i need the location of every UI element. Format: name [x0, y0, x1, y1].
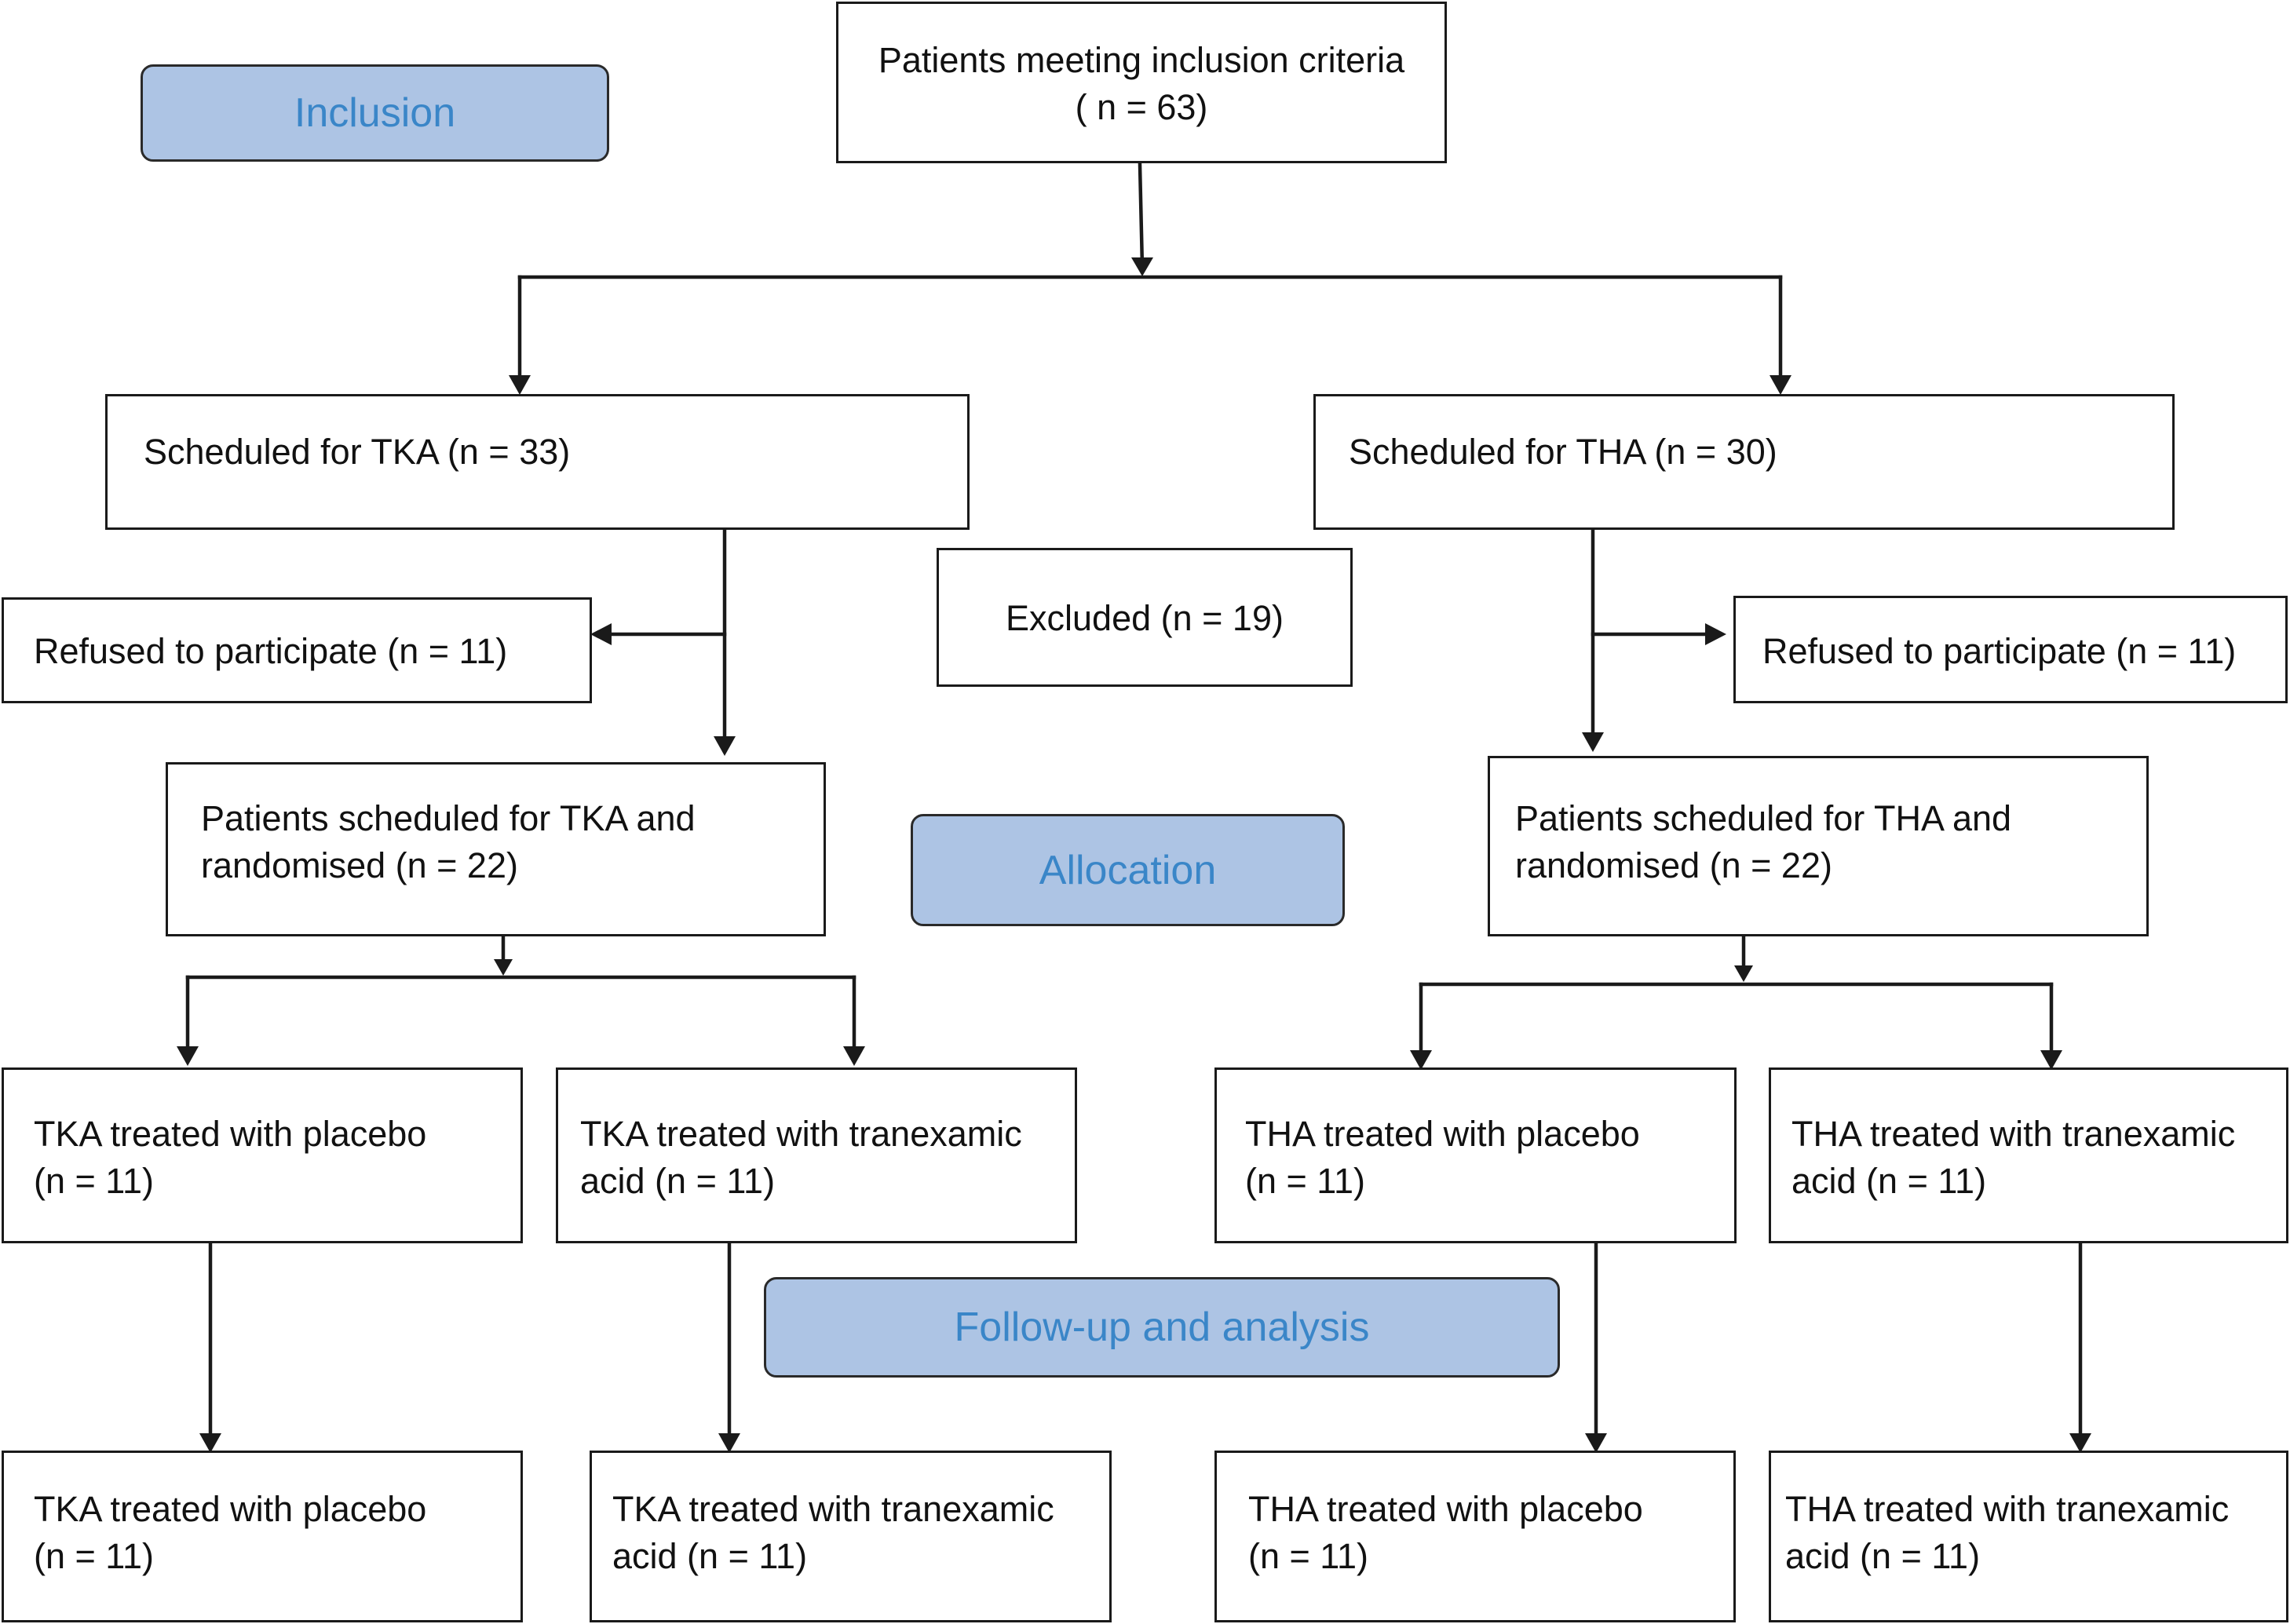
- box-alloc-tka-txa: TKA treated with tranexamic acid (n = 11…: [556, 1067, 1077, 1243]
- box-alloc-tha-txa: THA treated with tranexamic acid (n = 11…: [1769, 1067, 2288, 1243]
- box-alloc-tka-placebo: TKA treated with placebo (n = 11): [2, 1067, 523, 1243]
- box-text: THA treated with tranexamic: [1785, 1489, 2230, 1529]
- box-text: randomised (n = 22): [1515, 845, 1832, 885]
- box-final-tha-txa: THA treated with tranexamic acid (n = 11…: [1769, 1451, 2288, 1622]
- box-text: Scheduled for THA (n = 30): [1349, 432, 1777, 472]
- box-text: acid (n = 11): [1785, 1536, 1981, 1576]
- box-text: THA treated with placebo: [1245, 1114, 1640, 1154]
- box-text: TKA treated with placebo: [34, 1489, 427, 1529]
- stage-label-allocation: Allocation: [911, 814, 1345, 926]
- box-text: Patients scheduled for THA and: [1515, 798, 2012, 838]
- arrowhead-final-tka-placebo: [199, 1433, 221, 1453]
- box-scheduled-tha: Scheduled for THA (n = 30): [1313, 394, 2175, 530]
- box-text: TKA treated with tranexamic: [580, 1114, 1022, 1154]
- box-text: Scheduled for TKA (n = 33): [144, 432, 571, 472]
- box-text: THA treated with placebo: [1248, 1489, 1643, 1529]
- box-refused-tka: Refused to participate (n = 11): [2, 597, 592, 703]
- box-scheduled-tka: Scheduled for TKA (n = 33): [105, 394, 970, 530]
- box-text: acid (n = 11): [612, 1536, 808, 1576]
- arrowhead-scheduled-tka: [509, 375, 531, 395]
- box-text: Excluded (n = 19): [1006, 598, 1284, 638]
- box-text: THA treated with tranexamic: [1791, 1114, 2236, 1154]
- box-text: acid (n = 11): [580, 1161, 776, 1201]
- stage-label-followup: Follow-up and analysis: [764, 1277, 1560, 1378]
- box-text: Patients meeting inclusion criteria: [878, 40, 1405, 80]
- arrowhead-alloc-tka-txa: [843, 1046, 865, 1066]
- box-randomised-tha: Patients scheduled for THA and randomise…: [1488, 756, 2149, 936]
- arrowhead-randomised-tha: [1582, 732, 1604, 752]
- box-text: TKA treated with placebo: [34, 1114, 427, 1154]
- arrowhead-tha-rand-stem: [1734, 965, 1753, 982]
- arrowhead-top-split: [1131, 257, 1153, 276]
- arrowhead-alloc-tha-txa: [2040, 1050, 2062, 1070]
- box-text: (n = 11): [34, 1161, 154, 1201]
- box-text: (n = 11): [1245, 1161, 1365, 1201]
- stage-label-inclusion: Inclusion: [141, 64, 609, 162]
- box-refused-tha: Refused to participate (n = 11): [1733, 596, 2288, 703]
- box-text: Refused to participate (n = 11): [1762, 631, 2237, 671]
- box-text: (n = 11): [1248, 1536, 1368, 1576]
- arrowhead-randomised-tka: [714, 736, 736, 756]
- box-final-tka-placebo: TKA treated with placebo (n = 11): [2, 1451, 523, 1622]
- arrowhead-alloc-tha-placebo: [1410, 1050, 1432, 1070]
- box-final-tha-placebo: THA treated with placebo (n = 11): [1214, 1451, 1736, 1622]
- arrowhead-tka-rand-stem: [494, 959, 513, 976]
- arrowhead-final-tha-placebo: [1585, 1433, 1607, 1453]
- box-text: acid (n = 11): [1791, 1161, 1987, 1201]
- box-alloc-tha-placebo: THA treated with placebo (n = 11): [1214, 1067, 1737, 1243]
- arrowhead-refused-tka: [590, 623, 612, 645]
- box-text: (n = 11): [34, 1536, 154, 1576]
- arrowhead-final-tha-txa: [2069, 1433, 2091, 1453]
- box-text: Refused to participate (n = 11): [34, 631, 508, 671]
- box-randomised-tka: Patients scheduled for TKA and randomise…: [166, 762, 826, 936]
- arrowhead-refused-tha: [1705, 623, 1726, 645]
- connector-top-stem: [1138, 162, 1145, 269]
- box-text: randomised (n = 22): [201, 845, 518, 885]
- box-text: Patients scheduled for TKA and: [201, 798, 696, 838]
- arrowhead-scheduled-tha: [1770, 375, 1791, 395]
- box-final-tka-txa: TKA treated with tranexamic acid (n = 11…: [590, 1451, 1112, 1622]
- arrowhead-final-tka-txa: [718, 1433, 740, 1453]
- box-excluded: Excluded (n = 19): [937, 548, 1353, 687]
- arrowhead-alloc-tka-placebo: [177, 1046, 199, 1066]
- box-text: ( n = 63): [1075, 87, 1208, 127]
- box-patients-meeting-criteria: Patients meeting inclusion criteria ( n …: [836, 2, 1447, 163]
- box-text: TKA treated with tranexamic: [612, 1489, 1054, 1529]
